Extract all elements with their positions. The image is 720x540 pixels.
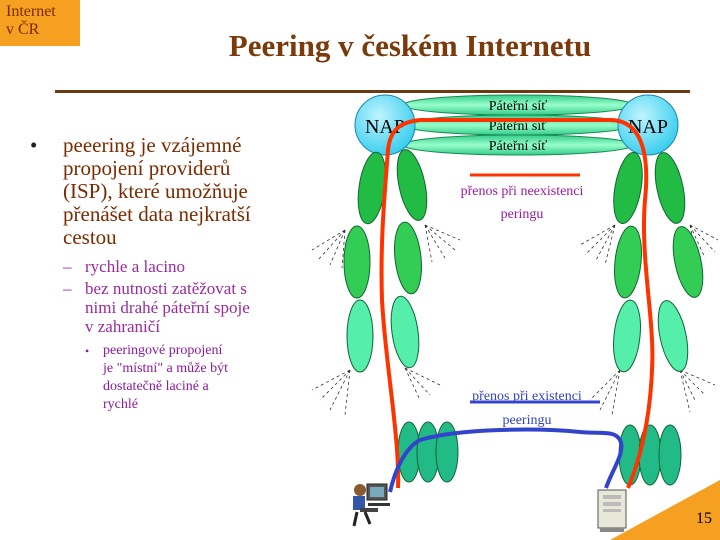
corner-tag: Internet v ČR (0, 0, 80, 46)
sub-bullet: – bez nutnosti zatěžovat s nimi drahé pá… (63, 279, 305, 336)
user-computer-icon (352, 483, 390, 527)
main-bullet: • peeering je vzájemné propojení provide… (30, 134, 305, 249)
backbone-label: Páteřní síť (489, 99, 547, 114)
nap-right (617, 94, 679, 156)
dash-icon: – (63, 257, 72, 276)
subsub-bullet-line: dostatečně laciné a (103, 379, 209, 394)
sub-bullet-list: – rychle a lacino – bez nutnosti zatěžov… (30, 257, 305, 414)
sub-bullet-line: nimi drahé páteřní spoje (85, 298, 250, 317)
sub-bullet-line: rychle a lacino (85, 257, 186, 276)
bullet-list: • peeering je vzájemné propojení provide… (30, 134, 305, 414)
dash-icon: – (63, 279, 72, 298)
main-bullet-line: propojení providerů (63, 156, 231, 180)
backbone-label: Páteřní síť (489, 139, 547, 154)
page-number: 15 (696, 510, 712, 527)
backbone-label: Páteřní síť (489, 119, 547, 134)
corner-tag-line1: Internet (6, 3, 56, 20)
subsub-bullet-line: peeringové propojení (103, 343, 223, 358)
bullet-dot-icon: • (85, 344, 90, 358)
peering-label: přenos při existenci (472, 389, 582, 404)
main-bullet-line: cestou (63, 225, 117, 249)
main-bullet-line: (ISP), které umožňuje (63, 179, 248, 203)
sub-bullet-line: v zahraničí (85, 317, 161, 336)
slide-title: Peering v českém Internetu (228, 28, 592, 63)
no-peering-label: peringu (501, 207, 544, 222)
left-provider-tree (343, 149, 459, 483)
subsub-bullet: • peeringové propojení je "místní" a můž… (85, 342, 305, 414)
sub-bullet-line: bez nutnosti zatěžovat s (85, 279, 247, 298)
no-peering-label: přenos při neexistenci (461, 184, 584, 199)
nap-right-label: NAP (628, 116, 668, 138)
subsub-bullet-list: • peeringové propojení je "místní" a můž… (63, 342, 305, 414)
corner-decoration (610, 480, 720, 540)
main-bullet-line: přenášet data nejkratší (63, 202, 251, 226)
right-provider-tree (613, 151, 704, 486)
sub-bullet: – rychle a lacino (63, 257, 305, 276)
red-path (379, 118, 655, 489)
subsub-bullet-line: je "místní" a může být (103, 361, 228, 376)
fan-lines (311, 224, 719, 416)
bullet-dot-icon: • (30, 133, 38, 157)
subsub-bullet-line: rychlé (103, 397, 138, 412)
main-bullet-line: peeering je vzájemné (63, 133, 242, 157)
peering-label: peeringu (503, 413, 552, 428)
blue-path (388, 427, 624, 493)
corner-tag-line2: v ČR (6, 21, 40, 38)
title-rule (55, 90, 690, 93)
nap-left (354, 94, 416, 156)
